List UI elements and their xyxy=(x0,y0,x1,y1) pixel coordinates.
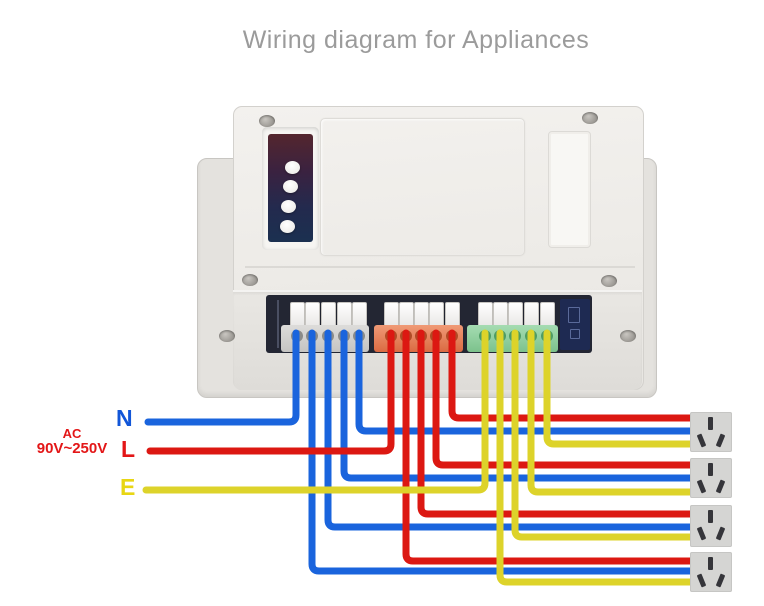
neutral-pin-slot xyxy=(715,479,726,494)
socket-outlet-2 xyxy=(690,458,732,498)
earth-pin-slot xyxy=(708,417,713,430)
device-lid-recess xyxy=(320,118,525,256)
channel-button-3 xyxy=(281,200,296,213)
neutral-pin-slot xyxy=(715,573,726,588)
live-label: L xyxy=(121,436,136,462)
earth-pin-slot xyxy=(708,510,713,523)
live-pin-slot xyxy=(696,526,707,541)
earth-label: E xyxy=(120,474,136,500)
live-wires xyxy=(146,329,698,565)
socket-outlet-4 xyxy=(690,552,732,592)
wire-earth-socket-4 xyxy=(496,329,698,586)
device-label-strip xyxy=(548,131,591,248)
device-ridge-line xyxy=(245,266,635,268)
earth-pin-slot xyxy=(708,557,713,570)
wire-earth-socket-1 xyxy=(543,329,698,448)
neutral-label: N xyxy=(116,405,133,431)
wire-earth-input xyxy=(142,329,489,494)
channel-button-2 xyxy=(283,180,298,193)
screw-hole-icon xyxy=(582,112,598,124)
wire-live-socket-4 xyxy=(402,329,698,565)
wire-neutral-socket-1 xyxy=(355,329,698,435)
pcb-board xyxy=(560,299,590,350)
socket-outlet-1 xyxy=(690,412,732,452)
screw-hole-icon xyxy=(620,330,636,342)
wire-earth-socket-2 xyxy=(527,329,698,496)
wire-live-socket-1 xyxy=(448,329,698,422)
page-title: Wiring diagram for Appliances xyxy=(242,26,590,54)
wire-live-socket-3 xyxy=(417,329,698,518)
wire-earth-socket-3 xyxy=(511,329,698,541)
socket-outlet-3 xyxy=(690,505,732,547)
ac-voltage-line1: AC xyxy=(62,426,82,441)
pcb-marking xyxy=(568,307,580,323)
earth-wires xyxy=(142,329,698,586)
screw-hole-icon xyxy=(242,274,258,286)
wire-neutral-socket-2 xyxy=(340,329,698,482)
neutral-pin-slot xyxy=(715,526,726,541)
ac-voltage-label: AC 90V~250V xyxy=(28,427,116,456)
live-pin-slot xyxy=(696,433,707,448)
wire-neutral-socket-4 xyxy=(308,329,698,575)
wire-neutral-input xyxy=(144,329,300,426)
screw-hole-icon xyxy=(601,275,617,287)
live-pin-slot xyxy=(696,573,707,588)
pcb-edge xyxy=(277,300,279,348)
screw-hole-icon xyxy=(259,115,275,127)
wire-live-socket-2 xyxy=(432,329,698,469)
wire-neutral-socket-3 xyxy=(324,329,698,531)
neutral-wires xyxy=(144,329,698,575)
channel-button-1 xyxy=(285,161,300,174)
pcb-marking xyxy=(570,329,580,339)
ac-voltage-line2: 90V~250V xyxy=(36,439,108,457)
neutral-pin-slot xyxy=(715,433,726,448)
wire-live-input xyxy=(146,329,395,455)
earth-pin-slot xyxy=(708,463,713,476)
screw-hole-icon xyxy=(219,330,235,342)
channel-button-4 xyxy=(280,220,295,233)
live-pin-slot xyxy=(696,479,707,494)
